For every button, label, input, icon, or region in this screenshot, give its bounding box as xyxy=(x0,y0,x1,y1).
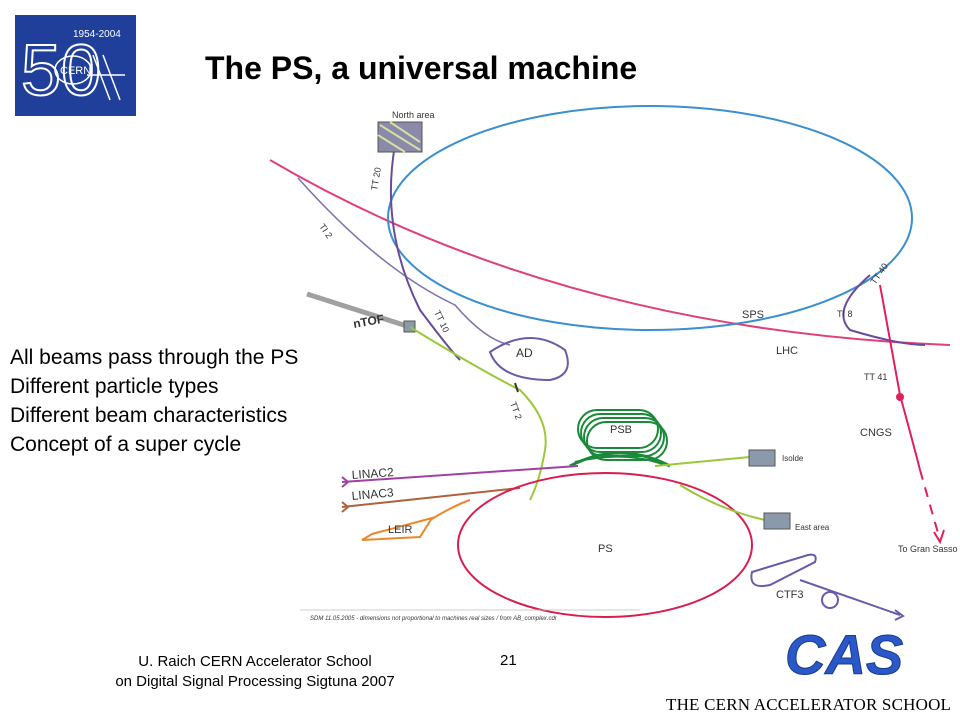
linac3-line xyxy=(341,487,521,508)
sps-ring xyxy=(387,105,913,331)
cngs-target xyxy=(896,393,904,401)
logo-fifty: 50 xyxy=(21,31,101,111)
ctf3 xyxy=(750,553,905,621)
label-gran-sasso: To Gran Sasso xyxy=(898,544,958,554)
lhc-ring xyxy=(269,159,951,346)
cern-50-logo: 1954-2004 50 CERN xyxy=(15,15,136,116)
cas-logo: CAS xyxy=(785,623,904,685)
east-area-block xyxy=(763,512,791,530)
footer-credit: U. Raich CERN Accelerator School on Digi… xyxy=(60,652,450,692)
label-cngs: CNGS xyxy=(860,427,892,439)
ti8-line xyxy=(842,274,926,346)
isolde-line xyxy=(654,456,751,467)
label-lhc: LHC xyxy=(776,345,798,357)
label-psb: PSB xyxy=(610,424,632,436)
footer-line-2: on Digital Signal Processing Sigtuna 200… xyxy=(115,673,395,690)
leir-ring xyxy=(361,516,435,541)
bullet-item: Concept of a super cycle xyxy=(10,433,242,456)
tt2-line xyxy=(409,326,547,501)
label-linac3: LINAC3 xyxy=(351,485,394,503)
bullet-item: All beams pass through the PS xyxy=(10,346,299,369)
logo-cern: CERN xyxy=(60,65,91,77)
bullet-item: Different particle types xyxy=(10,375,219,398)
label-ctf3: CTF3 xyxy=(776,589,804,601)
ps-ring xyxy=(457,472,753,618)
tt20-line xyxy=(389,144,461,361)
bullet-item: Different beam characteristics xyxy=(10,404,288,427)
label-ad: AD xyxy=(516,346,533,360)
label-isolde: Isolde xyxy=(782,454,804,463)
linac2-line xyxy=(341,465,579,483)
label-tt40: TT 40 xyxy=(868,261,890,286)
gran-sasso-path xyxy=(919,469,941,541)
cas-logo-text: CAS xyxy=(785,623,903,684)
label-leir: LEIR xyxy=(388,524,413,536)
label-north-area: North area xyxy=(392,110,435,120)
isolde-block xyxy=(748,449,776,467)
ntof-line xyxy=(306,291,411,330)
logo-years: 1954-2004 xyxy=(73,29,121,40)
ti2-line xyxy=(297,177,511,346)
footer-line-1: U. Raich CERN Accelerator School xyxy=(138,653,372,670)
east-area-line xyxy=(679,484,766,521)
label-tt41: TT 41 xyxy=(864,372,887,382)
label-tt2: TT 2 xyxy=(508,400,524,421)
diagram-note: SDM 11.05.2005 - dimensions not proporti… xyxy=(310,616,558,622)
bullet-list: All beams pass through the PS Different … xyxy=(10,343,298,459)
label-ps: PS xyxy=(598,543,613,555)
slide-title: The PS, a universal machine xyxy=(205,50,638,86)
psb-rings xyxy=(569,409,671,468)
label-tt20: TT 20 xyxy=(369,167,383,192)
label-sps: SPS xyxy=(742,309,764,321)
cas-caption: THE CERN ACCELERATOR SCHOOL xyxy=(666,695,952,714)
cern-50-logo-graphic: 1954-2004 50 CERN xyxy=(20,29,125,112)
label-ti8: TI 8 xyxy=(837,309,853,319)
label-linac2: LINAC2 xyxy=(351,465,394,482)
label-ti2: TI 2 xyxy=(317,222,334,240)
ad-ring xyxy=(488,337,569,382)
page-number: 21 xyxy=(500,652,517,669)
label-east-area: East area xyxy=(795,523,830,532)
label-ntof: nTOF xyxy=(352,312,385,331)
ntof-target xyxy=(403,320,416,333)
